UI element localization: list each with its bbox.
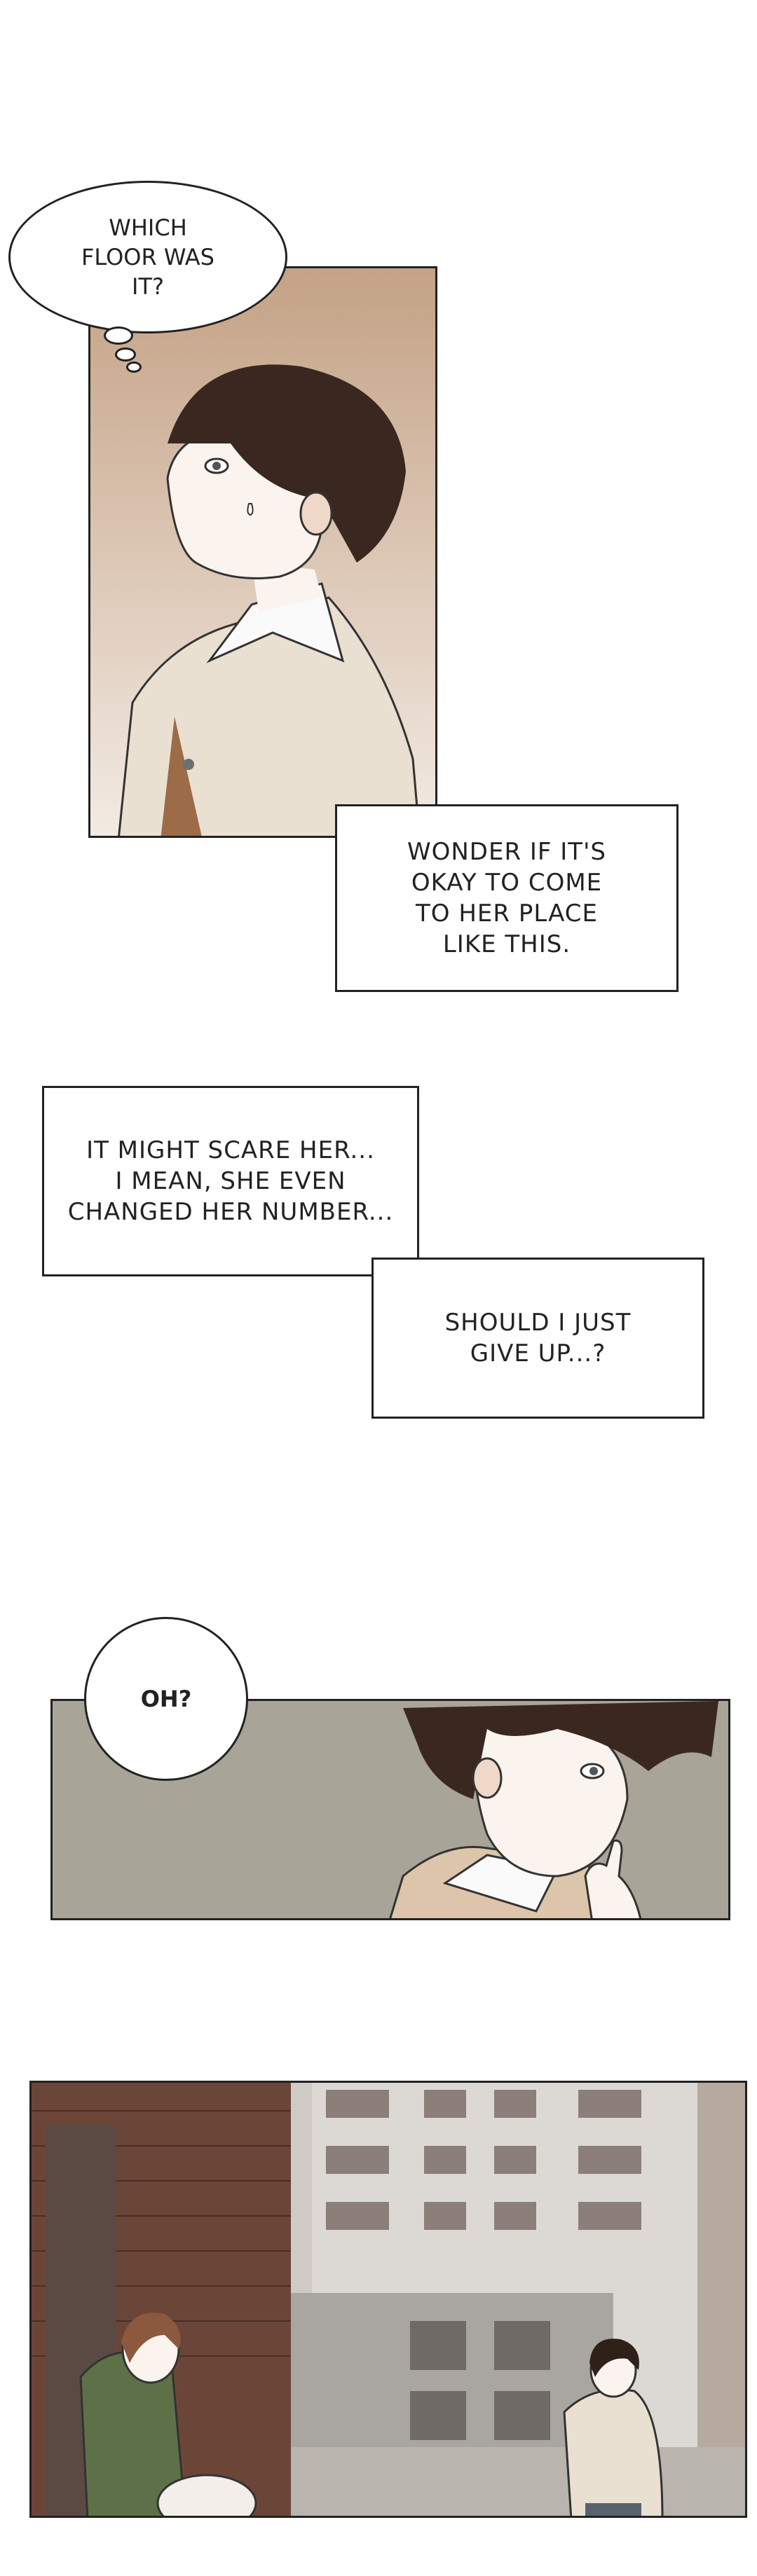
panel-boy-oh-art xyxy=(53,1701,728,1918)
panel-alley-scene-art xyxy=(32,2083,745,2516)
caption-scare-her-text: IT MIGHT SCARE HER... I MEAN, SHE EVEN C… xyxy=(67,1136,394,1226)
thought-bubble-text: WHICH FLOOR WAS IT? xyxy=(81,214,214,300)
thought-bubble-tail-small xyxy=(126,361,142,373)
panel-boy-looking-up-art xyxy=(90,268,435,836)
speech-bubble-oh-text: OH? xyxy=(140,1686,192,1712)
thought-bubble-tail-medium xyxy=(115,347,136,361)
caption-wonder: WONDER IF IT'S OKAY TO COME TO HER PLACE… xyxy=(335,804,678,992)
panel-boy-looking-up xyxy=(88,266,437,838)
caption-wonder-text: WONDER IF IT'S OKAY TO COME TO HER PLACE… xyxy=(407,838,607,958)
caption-give-up: SHOULD I JUST GIVE UP...? xyxy=(371,1258,704,1419)
caption-give-up-text: SHOULD I JUST GIVE UP...? xyxy=(444,1309,632,1368)
thought-bubble: WHICH FLOOR WAS IT? xyxy=(8,181,287,333)
speech-bubble-oh: OH? xyxy=(84,1617,248,1781)
caption-scare-her: IT MIGHT SCARE HER... I MEAN, SHE EVEN C… xyxy=(42,1086,419,1276)
panel-alley-scene xyxy=(29,2081,747,2518)
panel-boy-oh xyxy=(50,1699,730,1920)
thought-bubble-tail-large xyxy=(104,326,133,345)
